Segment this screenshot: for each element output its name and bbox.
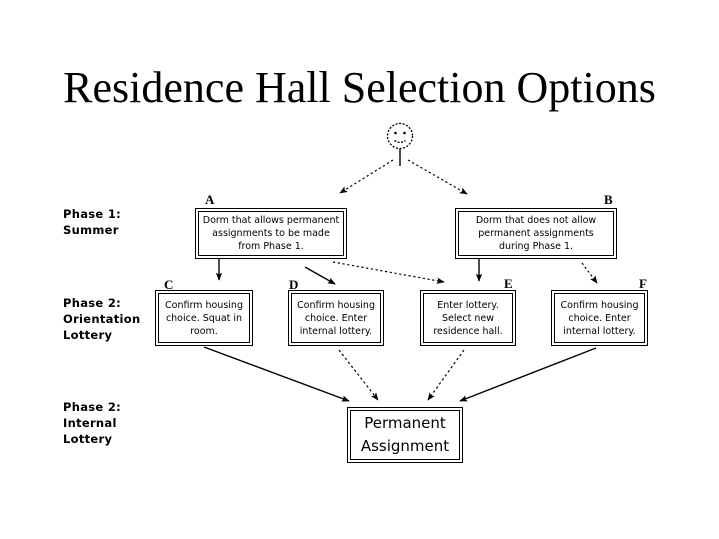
- box-e-line-3: residence hall.: [433, 325, 503, 337]
- box-d-line-3: internal lottery.: [299, 325, 373, 337]
- box-permanent-assignment-content: Permanent Assignment: [350, 410, 460, 460]
- phase-2-internal-line-1: Phase 2:: [63, 400, 122, 414]
- phase-1-label: Phase 1: Summer: [63, 206, 121, 238]
- box-d-line-1: Confirm housing: [297, 299, 375, 311]
- box-c-line-1: Confirm housing: [165, 299, 243, 311]
- edge-student-to-b: [407, 159, 468, 195]
- box-b-content: Dorm that does not allow permanent assig…: [458, 211, 614, 256]
- edge-e-to-permanent-assignment: [427, 349, 465, 401]
- phase-2-orientation-line-2: Orientation: [63, 312, 141, 326]
- box-a-tag: A: [205, 192, 215, 207]
- box-d-line-2: choice. Enter: [304, 312, 368, 324]
- phase-2-orientation-line-1: Phase 2:: [63, 296, 122, 310]
- edge-c-to-permanent-assignment: [203, 346, 350, 402]
- box-e-content: Enter lottery. Select new residence hall…: [423, 293, 513, 343]
- edge-a-to-e: [332, 261, 445, 284]
- box-f-line-1: Confirm housing: [560, 299, 639, 311]
- box-a-line-1: Dorm that allows permanent: [202, 215, 340, 226]
- permanent-assignment-line-1: Permanent: [364, 414, 446, 432]
- box-f-content: Confirm housing choice. Enter internal l…: [554, 293, 645, 343]
- box-c-line-3: room.: [190, 325, 218, 337]
- box-f-line-2: choice. Enter: [568, 312, 631, 324]
- box-c-line-2: choice. Squat in: [165, 312, 243, 324]
- box-f-tag: F: [639, 276, 647, 291]
- box-f-line-3: internal lottery.: [563, 325, 636, 337]
- box-b-dorm-no-permanent[interactable]: Dorm that does not allow permanent assig…: [455, 208, 617, 259]
- edge-d-to-permanent-assignment: [338, 349, 379, 401]
- box-e-tag: E: [504, 276, 513, 291]
- phase-1-line-2: Summer: [63, 223, 119, 237]
- page-title: Residence Hall Selection Options: [63, 63, 656, 112]
- box-b-tag: B: [604, 192, 613, 207]
- box-c-content: Confirm housing choice. Squat in room.: [158, 293, 250, 343]
- phase-2-internal-line-3: Lottery: [63, 432, 113, 446]
- box-a-line-3: from Phase 1.: [238, 241, 304, 252]
- box-d-confirm-internal-lottery[interactable]: Confirm housing choice. Enter internal l…: [288, 290, 384, 346]
- box-b-line-3: during Phase 1.: [498, 241, 574, 252]
- box-e-enter-lottery-new-hall[interactable]: Enter lottery. Select new residence hall…: [420, 290, 516, 346]
- box-f-confirm-internal-lottery[interactable]: Confirm housing choice. Enter internal l…: [551, 290, 648, 346]
- box-c-tag: C: [164, 277, 174, 292]
- edge-f-to-permanent-assignment: [459, 347, 597, 402]
- phase-2-orientation-line-3: Lottery: [63, 328, 113, 342]
- edge-b-to-f: [581, 262, 598, 284]
- box-b-line-1: Dorm that does not allow: [475, 215, 597, 226]
- box-a-content: Dorm that allows permanent assignments t…: [198, 211, 344, 256]
- box-b-line-2: permanent assignments: [478, 228, 594, 239]
- box-e-line-2: Select new: [442, 312, 494, 324]
- edge-a-to-d: [304, 266, 336, 285]
- phase-2-orientation-label: Phase 2: Orientation Lottery: [63, 295, 140, 343]
- box-d-tag: D: [289, 277, 299, 292]
- box-a-line-2: assignments to be made: [212, 228, 330, 239]
- edge-student-to-a: [339, 159, 394, 194]
- box-c-confirm-squat[interactable]: Confirm housing choice. Squat in room.: [155, 290, 253, 346]
- box-permanent-assignment[interactable]: Permanent Assignment: [347, 407, 463, 463]
- student-figure-icon: [386, 122, 414, 166]
- box-d-content: Confirm housing choice. Enter internal l…: [291, 293, 381, 343]
- box-a-dorm-allows-permanent[interactable]: Dorm that allows permanent assignments t…: [195, 208, 347, 259]
- box-e-line-1: Enter lottery.: [437, 299, 499, 311]
- phase-2-internal-line-2: Internal: [63, 416, 117, 430]
- permanent-assignment-line-2: Assignment: [360, 437, 450, 455]
- phase-2-internal-label: Phase 2: Internal Lottery: [63, 399, 121, 447]
- phase-1-line-1: Phase 1:: [63, 207, 122, 221]
